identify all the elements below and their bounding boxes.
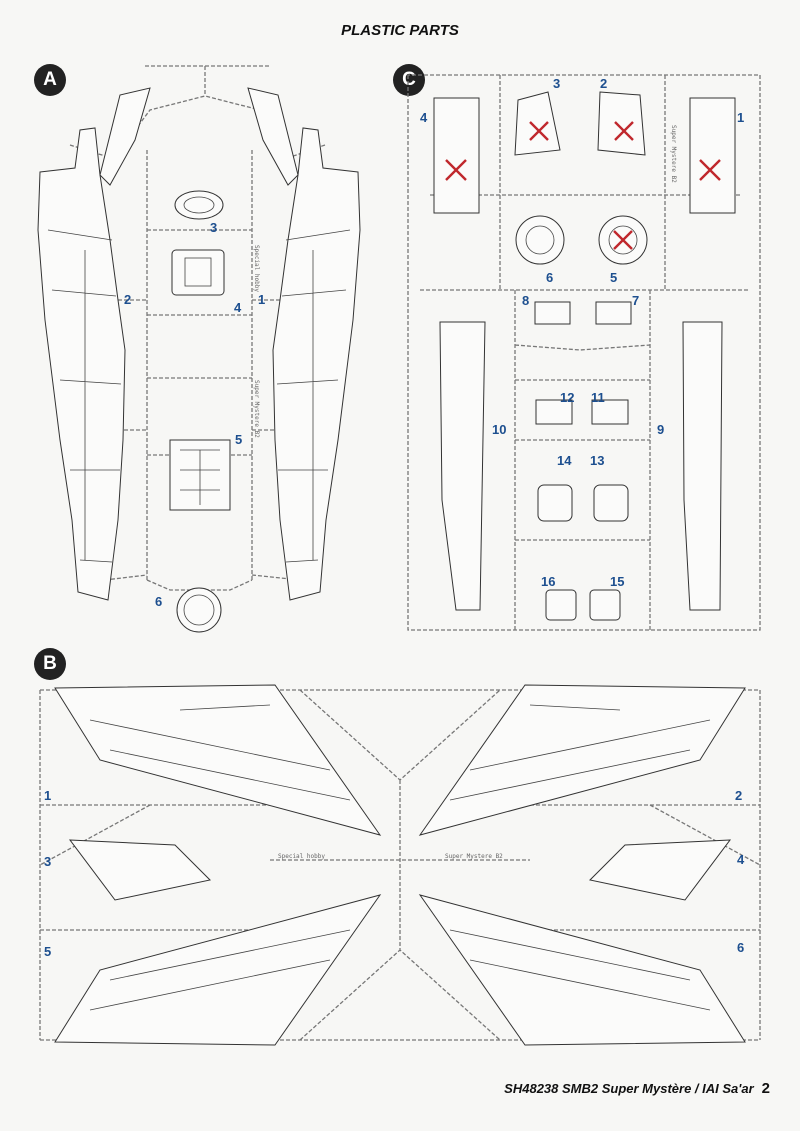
wing-lower-left <box>54 894 382 1046</box>
sprue-b: Special hobby Super Mystere B2 1 2 3 4 5… <box>39 684 761 1046</box>
wing-upper-right <box>418 684 746 836</box>
sprue-a: Special hobby Super Mystere B2 1 2 3 4 5… <box>37 65 361 633</box>
not-used-mark-c4 <box>445 159 467 181</box>
page-title: PLASTIC PARTS <box>341 22 459 39</box>
part-number-c1: 1 <box>737 110 744 125</box>
not-used-mark-c2 <box>614 121 634 141</box>
part-number-c7: 7 <box>632 293 639 308</box>
part-number-a1: 1 <box>258 292 265 307</box>
part-a-intake-ring <box>174 190 224 220</box>
part-a6-ring <box>176 587 222 633</box>
sprue-b-badge: B <box>34 648 66 680</box>
part-c13 <box>593 484 629 522</box>
fin-left <box>99 87 151 186</box>
part-number-c2: 2 <box>600 76 607 91</box>
part-number-c4: 4 <box>420 110 428 125</box>
part-number-c12: 12 <box>560 390 574 405</box>
part-c11 <box>591 399 629 425</box>
fuselage-left-half <box>37 127 126 601</box>
part-c9-panel <box>682 321 723 611</box>
footer-product-title: SH48238 SMB2 Super Mystère / IAI Sa'ar <box>504 1081 754 1096</box>
part-c3 <box>514 91 561 156</box>
part-number-b2: 2 <box>735 788 742 803</box>
part-number-a2: 2 <box>124 292 131 307</box>
not-used-mark-c3 <box>529 121 549 141</box>
fuselage-right-half <box>272 127 361 601</box>
part-c2 <box>597 91 646 156</box>
part-number-c8: 8 <box>522 293 529 308</box>
part-number-b6: 6 <box>737 940 744 955</box>
part-c6 <box>515 215 565 265</box>
part-c12 <box>535 399 573 425</box>
part-number-c14: 14 <box>557 453 572 468</box>
not-used-mark-c5 <box>613 230 633 250</box>
part-number-a6: 6 <box>155 594 162 609</box>
part-number-b1: 1 <box>44 788 51 803</box>
page-number: 2 <box>761 1080 770 1097</box>
molded-text-a1: Special hobby <box>253 245 260 292</box>
part-c16 <box>545 589 577 621</box>
part-number-a3: 3 <box>210 220 217 235</box>
part-c10-panel <box>439 321 486 611</box>
part-c15 <box>589 589 621 621</box>
part-number-a4: 4 <box>234 300 242 315</box>
part-number-c15: 15 <box>610 574 624 589</box>
part-number-c13: 13 <box>590 453 604 468</box>
wing-upper-left <box>54 684 382 836</box>
part-number-c10: 10 <box>492 422 506 437</box>
part-number-b5: 5 <box>44 944 51 959</box>
part-number-b4: 4 <box>737 852 745 867</box>
part-c8 <box>534 301 571 325</box>
part-number-c3: 3 <box>553 76 560 91</box>
part-b3 <box>68 839 212 901</box>
not-used-mark-c1 <box>699 159 721 181</box>
sprue-c-badge: C <box>393 64 425 96</box>
part-a3-cockpit <box>171 249 225 296</box>
part-c14 <box>537 484 573 522</box>
part-number-b3: 3 <box>44 854 51 869</box>
part-number-c9: 9 <box>657 422 664 437</box>
part-c4 <box>433 97 480 214</box>
molded-text-b1: Special hobby <box>278 853 325 860</box>
part-c7 <box>595 301 632 325</box>
molded-text-a2: Super Mystere B2 <box>253 380 260 438</box>
sprue-c: Super Mystere B2 4 3 2 1 6 5 8 7 12 11 1… <box>407 74 761 631</box>
part-number-c11: 11 <box>591 390 605 405</box>
sprue-a-badge: A <box>34 64 66 96</box>
part-number-c5: 5 <box>610 270 617 285</box>
molded-text-c1: Super Mystere B2 <box>670 125 677 183</box>
part-number-c16: 16 <box>541 574 555 589</box>
part-c1 <box>689 97 736 214</box>
molded-text-b2: Super Mystere B2 <box>445 853 503 860</box>
part-number-a5: 5 <box>235 432 242 447</box>
fin-right <box>247 87 299 186</box>
page-footer: SH48238 SMB2 Super Mystère / IAI Sa'ar 2 <box>504 1080 770 1097</box>
wing-lower-right <box>418 894 746 1046</box>
part-b4 <box>588 839 732 901</box>
part-number-c6: 6 <box>546 270 553 285</box>
